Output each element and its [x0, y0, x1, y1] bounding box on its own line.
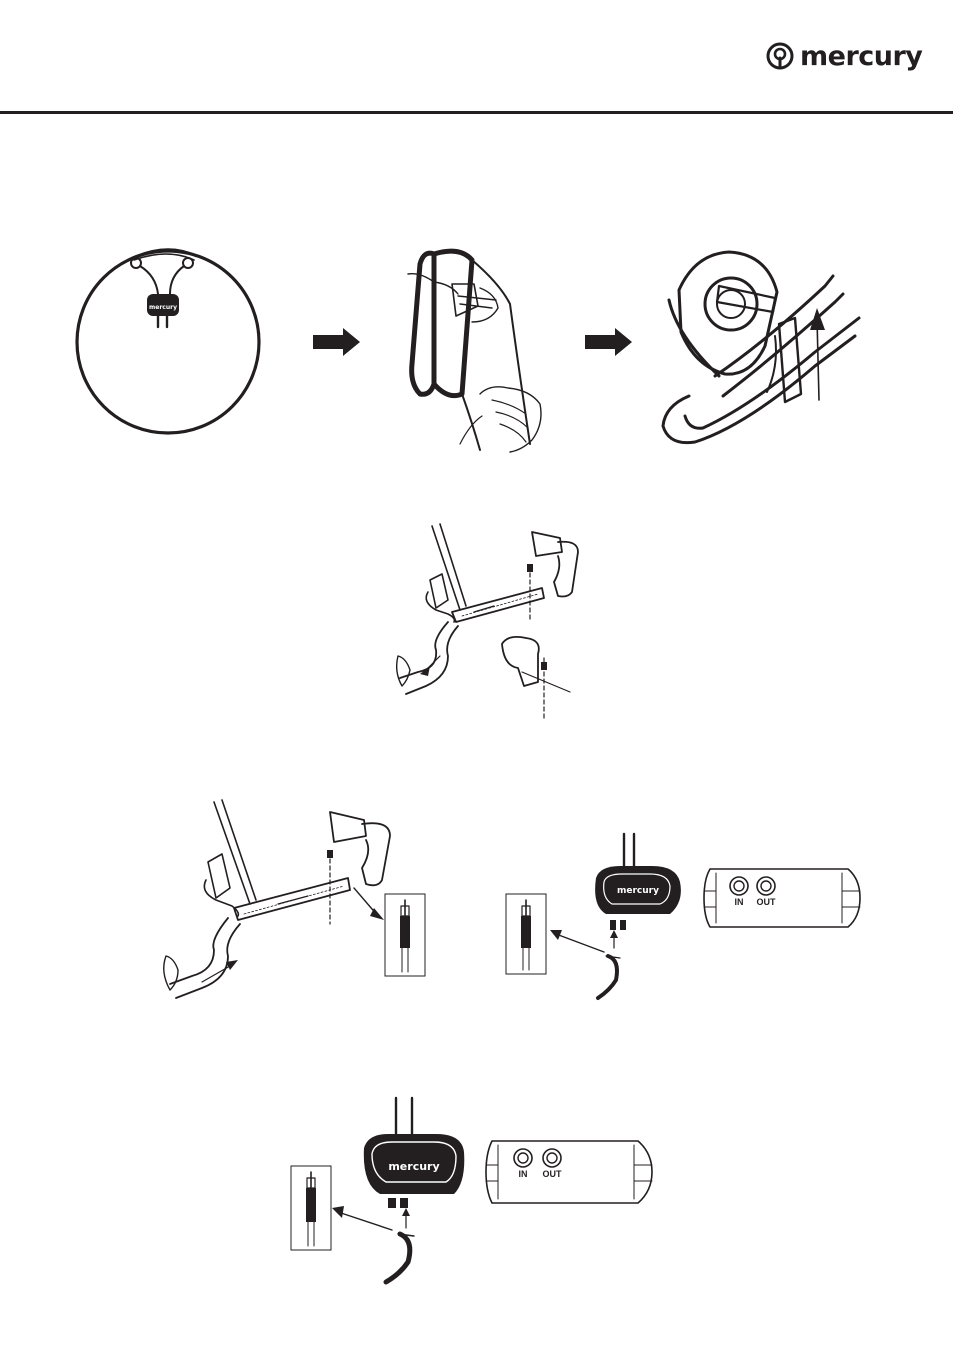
dish-front-illustration: mercury: [70, 238, 270, 438]
dish-lnb-brand: mercury: [149, 304, 177, 311]
header-divider: [0, 111, 953, 114]
in-port-label: IN: [519, 1169, 528, 1179]
mercury-logo-icon: [765, 42, 795, 72]
right-arrow-icon: [313, 328, 361, 356]
lnb-brand-label: mercury: [388, 1160, 439, 1173]
arm-lnb-assembly-illustration: [392, 522, 592, 722]
receiver-box-1: IN OUT: [702, 865, 862, 931]
lnb-cable-illustration: mercury: [500, 830, 690, 1002]
out-port-label: OUT: [543, 1169, 563, 1179]
right-arrow-icon: [585, 328, 633, 356]
arm-connector-illustration: [158, 800, 428, 1000]
out-port-label: OUT: [757, 897, 777, 907]
clip-closeup-illustration: [655, 246, 865, 450]
receiver-box-2: IN OUT: [484, 1137, 654, 1207]
hands-holding-arm-illustration: [400, 244, 550, 456]
page-header: mercury: [0, 0, 953, 116]
lnb-brand-label: mercury: [617, 886, 659, 896]
lnb-cable-illustration: mercury: [288, 1096, 478, 1284]
logo-text: mercury: [800, 40, 922, 74]
brand-logo: mercury: [765, 40, 922, 74]
in-port-label: IN: [735, 897, 744, 907]
